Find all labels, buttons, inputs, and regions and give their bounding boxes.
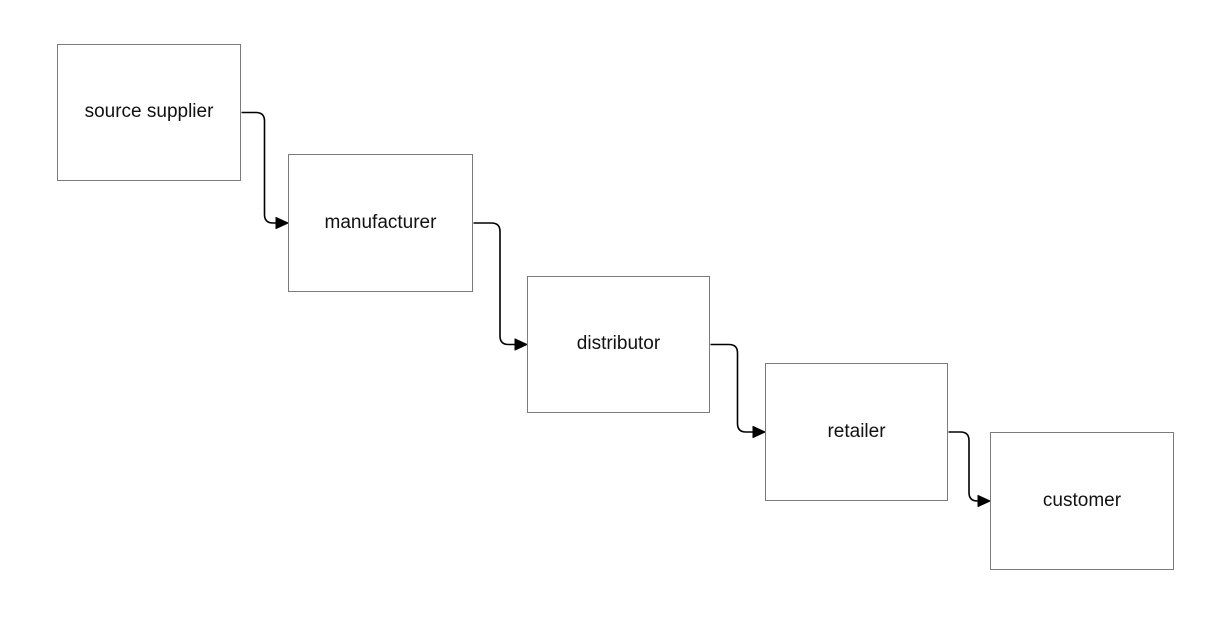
connector-line xyxy=(948,431,978,502)
edge-distributor-to-retailer xyxy=(710,343,766,439)
edge-manufacturer-to-distributor xyxy=(473,222,528,351)
node-label: distributor xyxy=(576,333,661,355)
edge-retailer-to-customer xyxy=(948,431,991,508)
edge-source-supplier-to-manufacturer xyxy=(241,111,289,230)
arrowhead-icon xyxy=(977,494,991,508)
connector-line xyxy=(710,343,753,433)
node-distributor[interactable]: distributor xyxy=(527,276,710,413)
node-label: customer xyxy=(1042,489,1122,511)
arrowhead-icon xyxy=(275,216,289,230)
arrowhead-icon xyxy=(752,425,766,439)
node-source-supplier[interactable]: source supplier xyxy=(57,44,241,181)
node-manufacturer[interactable]: manufacturer xyxy=(288,154,473,292)
node-label: retailer xyxy=(827,420,886,442)
arrowhead-icon xyxy=(514,338,528,351)
node-label: source supplier xyxy=(84,101,214,123)
connector-line xyxy=(241,111,276,224)
node-customer[interactable]: customer xyxy=(990,432,1174,570)
connector-line xyxy=(473,222,515,346)
node-retailer[interactable]: retailer xyxy=(765,363,948,501)
node-label: manufacturer xyxy=(324,211,437,233)
